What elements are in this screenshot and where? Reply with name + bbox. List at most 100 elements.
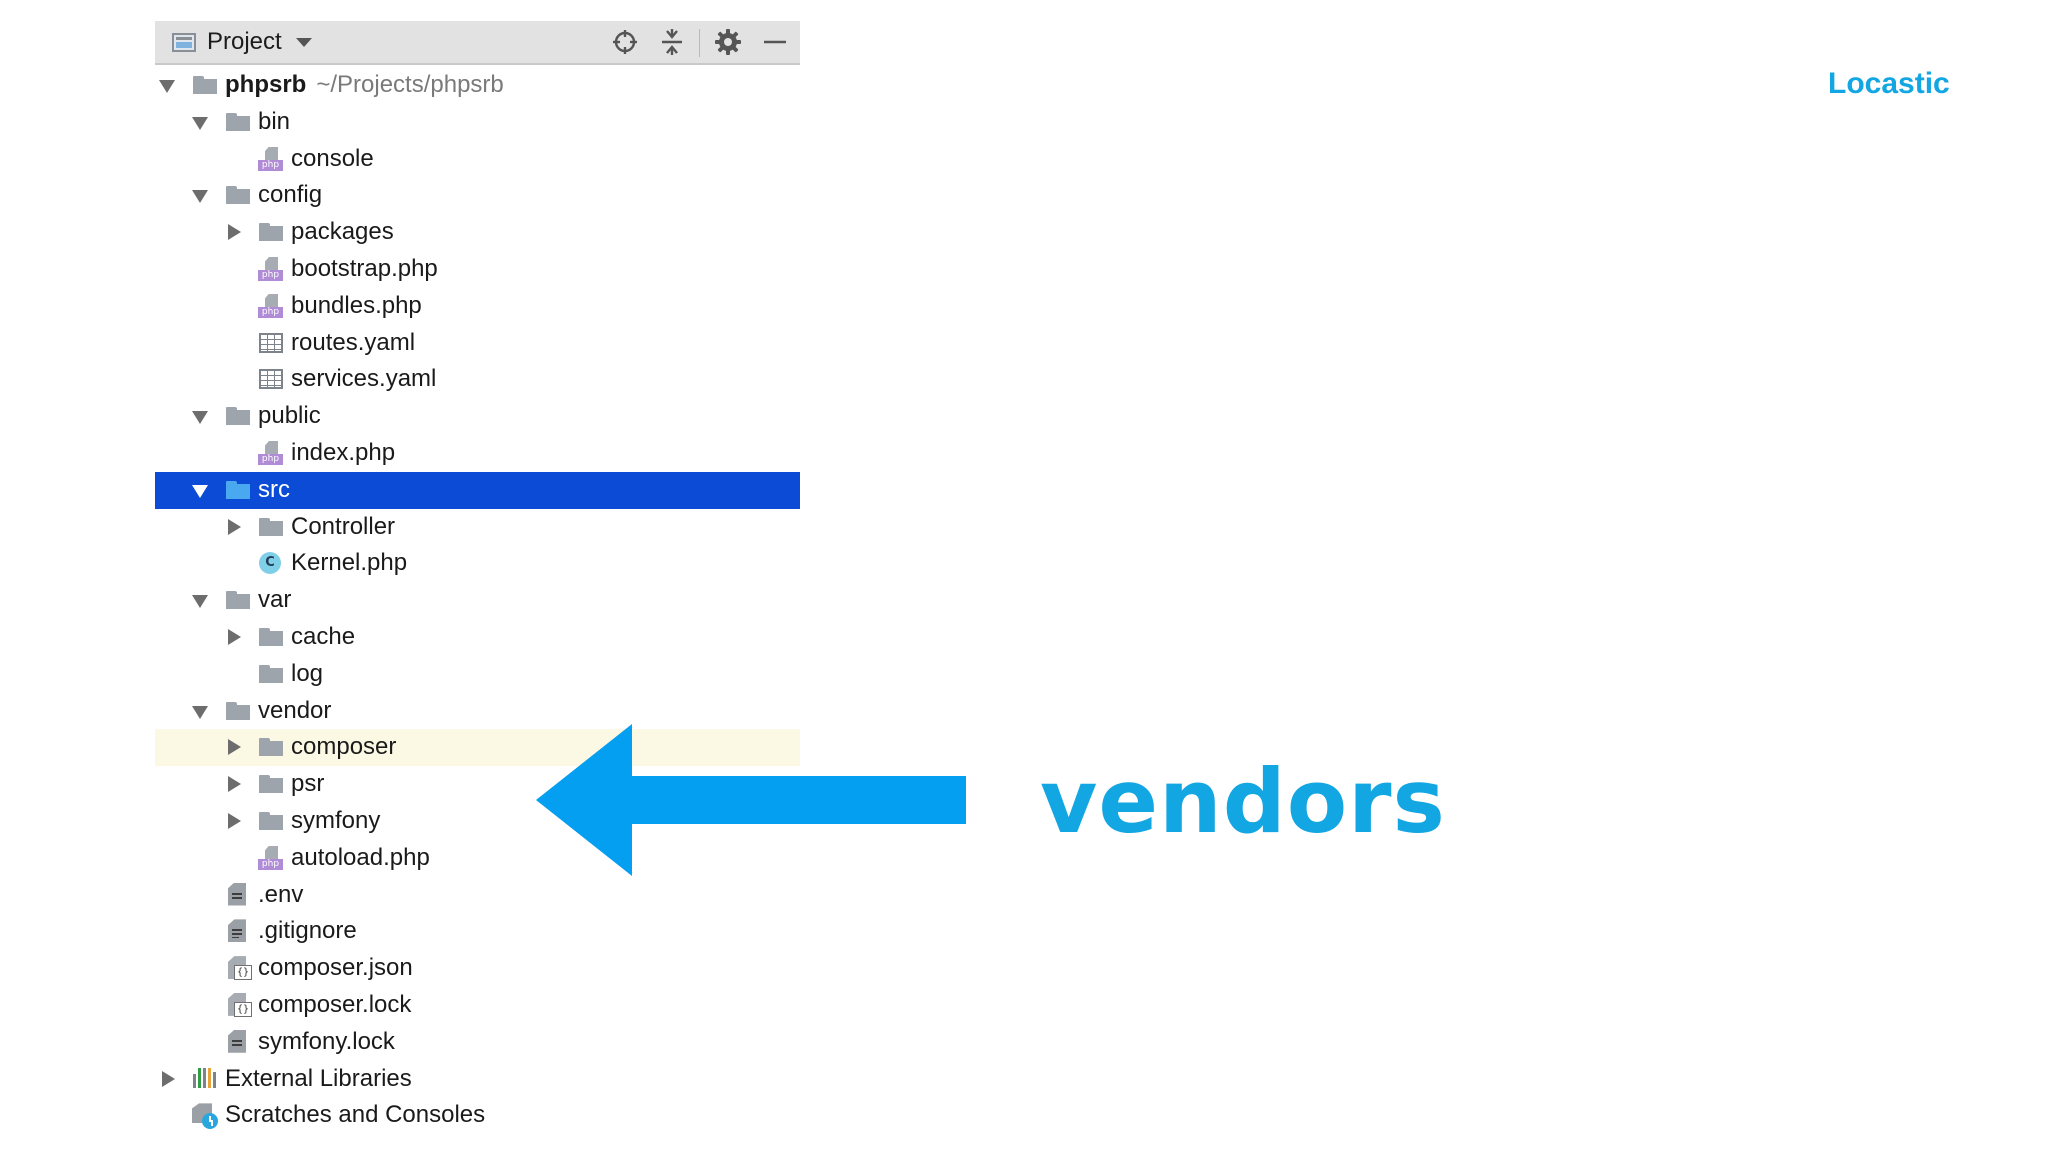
text-file-icon — [228, 919, 246, 943]
header-separator — [699, 29, 700, 57]
tree-file-kernel-php[interactable]: C Kernel.php — [155, 545, 800, 582]
folder-icon — [258, 735, 284, 759]
tree-file-symfony-lock[interactable]: symfony.lock — [155, 1024, 800, 1061]
callout-text: vendors — [1040, 750, 1446, 853]
tree-folder-bin[interactable]: bin — [155, 104, 800, 141]
tree-item-label: psr — [291, 770, 325, 798]
tree-item-label: composer — [291, 733, 397, 761]
json-file-icon: {} — [228, 956, 254, 981]
expand-arrow-icon[interactable] — [192, 595, 208, 609]
minimize-icon[interactable] — [760, 29, 790, 55]
tree-file-bundles-php[interactable]: php bundles.php — [155, 288, 800, 325]
tree-file-index-php[interactable]: php index.php — [155, 435, 800, 472]
root-label: phpsrb ~/Projects/phpsrb — [225, 72, 504, 98]
expand-arrow-icon[interactable] — [192, 484, 208, 498]
tree-item-label: index.php — [291, 438, 396, 466]
tree-folder-symfony[interactable]: symfony — [155, 803, 800, 840]
tree-file-env[interactable]: .env — [155, 877, 800, 914]
tree-item-label: Kernel.php — [291, 549, 408, 577]
expand-arrow-icon[interactable] — [192, 116, 208, 130]
tree-folder-var[interactable]: var — [155, 582, 800, 619]
folder-icon — [258, 515, 284, 539]
folder-icon — [225, 404, 251, 428]
tree-item-label: log — [291, 659, 324, 687]
tree-folder-vendor[interactable]: vendor — [155, 693, 800, 730]
panel-title[interactable]: Project — [207, 28, 282, 55]
tree-item-label: vendor — [258, 696, 332, 724]
tree-file-gitignore[interactable]: .gitignore — [155, 913, 800, 950]
tree-item-label: composer.json — [258, 954, 413, 982]
expand-arrow-icon[interactable] — [192, 190, 208, 204]
folder-icon — [258, 662, 284, 686]
view-dropdown-icon[interactable] — [295, 37, 312, 47]
tree-item-label: symfony.lock — [258, 1027, 395, 1055]
tree-file-bootstrap-php[interactable]: php bootstrap.php — [155, 251, 800, 288]
tree-file-console[interactable]: php console — [155, 141, 800, 178]
tree-folder-packages[interactable]: packages — [155, 214, 800, 251]
tree-folder-config[interactable]: config — [155, 177, 800, 214]
root-name: phpsrb — [225, 71, 307, 98]
tree-item-label: routes.yaml — [291, 328, 416, 356]
folder-icon — [225, 699, 251, 723]
tree-item-label: symfony — [291, 806, 381, 834]
expand-arrow-icon[interactable] — [192, 705, 208, 719]
expand-arrow-icon[interactable] — [192, 411, 208, 425]
tree-item-label: config — [258, 181, 323, 209]
tree-folder-composer[interactable]: composer — [155, 729, 800, 767]
tree-folder-src[interactable]: src — [155, 471, 800, 509]
tree-item-label: .env — [258, 880, 304, 908]
tree-external-libraries[interactable]: External Libraries — [155, 1061, 800, 1098]
tree-scratches-and-consoles[interactable]: Scratches and Consoles — [155, 1097, 800, 1134]
collapsed-arrow-icon[interactable] — [228, 518, 241, 535]
libraries-icon — [192, 1067, 218, 1091]
locate-crosshair-icon[interactable] — [610, 29, 640, 55]
tree-file-composer-json[interactable]: {} composer.json — [155, 950, 800, 987]
tree-file-routes-yaml[interactable]: routes.yaml — [155, 325, 800, 362]
collapsed-arrow-icon[interactable] — [228, 224, 241, 241]
collapsed-arrow-icon[interactable] — [228, 776, 241, 793]
tree-item-label: bin — [258, 107, 291, 135]
tree-item-label: autoload.php — [291, 843, 430, 871]
collapse-all-icon[interactable] — [657, 29, 687, 55]
collapsed-arrow-icon[interactable] — [162, 1070, 175, 1087]
tree-folder-public[interactable]: public — [155, 398, 800, 435]
pointing-arrow-icon — [536, 724, 966, 876]
tree-item-label: src — [258, 475, 290, 503]
expand-arrow-icon[interactable] — [159, 80, 175, 93]
php-class-icon: C — [259, 552, 281, 575]
collapsed-arrow-icon[interactable] — [228, 812, 241, 829]
collapsed-arrow-icon[interactable] — [228, 628, 241, 645]
root-path: ~/Projects/phpsrb — [316, 71, 504, 98]
folder-icon — [225, 588, 251, 612]
folder-icon — [192, 73, 218, 97]
project-tree: phpsrb~/Projects/phpsrb bin php console … — [155, 65, 800, 1134]
tree-item-label: cache — [291, 622, 356, 650]
tree-item-label: public — [258, 402, 321, 430]
tree-file-autoload-php[interactable]: php autoload.php — [155, 840, 800, 877]
folder-icon — [225, 183, 251, 207]
tree-folder-cache[interactable]: cache — [155, 619, 800, 656]
tree-folder-controller[interactable]: Controller — [155, 509, 800, 546]
php-file-icon: php — [258, 440, 284, 465]
text-file-icon — [228, 882, 246, 906]
folder-icon — [258, 772, 284, 796]
tree-file-services-yaml[interactable]: services.yaml — [155, 361, 800, 398]
tree-folder-psr[interactable]: psr — [155, 766, 800, 803]
scratches-icon — [192, 1103, 218, 1130]
tree-file-composer-lock[interactable]: {} composer.lock — [155, 987, 800, 1024]
tree-item-label: packages — [291, 218, 394, 246]
project-panel-header: Project — [155, 21, 800, 65]
tree-folder-log[interactable]: log — [155, 656, 800, 693]
php-file-icon: php — [258, 146, 284, 171]
tree-item-label: External Libraries — [225, 1064, 412, 1092]
php-file-icon: php — [258, 293, 284, 318]
tree-item-label: bundles.php — [291, 291, 422, 319]
tree-item-label: .gitignore — [258, 917, 357, 945]
gear-icon[interactable] — [713, 29, 743, 55]
tree-item-label: Scratches and Consoles — [225, 1101, 486, 1129]
tree-item-label: bootstrap.php — [291, 254, 438, 282]
php-file-icon: php — [258, 845, 284, 870]
folder-icon — [225, 478, 251, 502]
collapsed-arrow-icon[interactable] — [228, 739, 241, 756]
tree-root-phpsrb[interactable]: phpsrb ~/Projects/phpsrb — [155, 67, 800, 104]
